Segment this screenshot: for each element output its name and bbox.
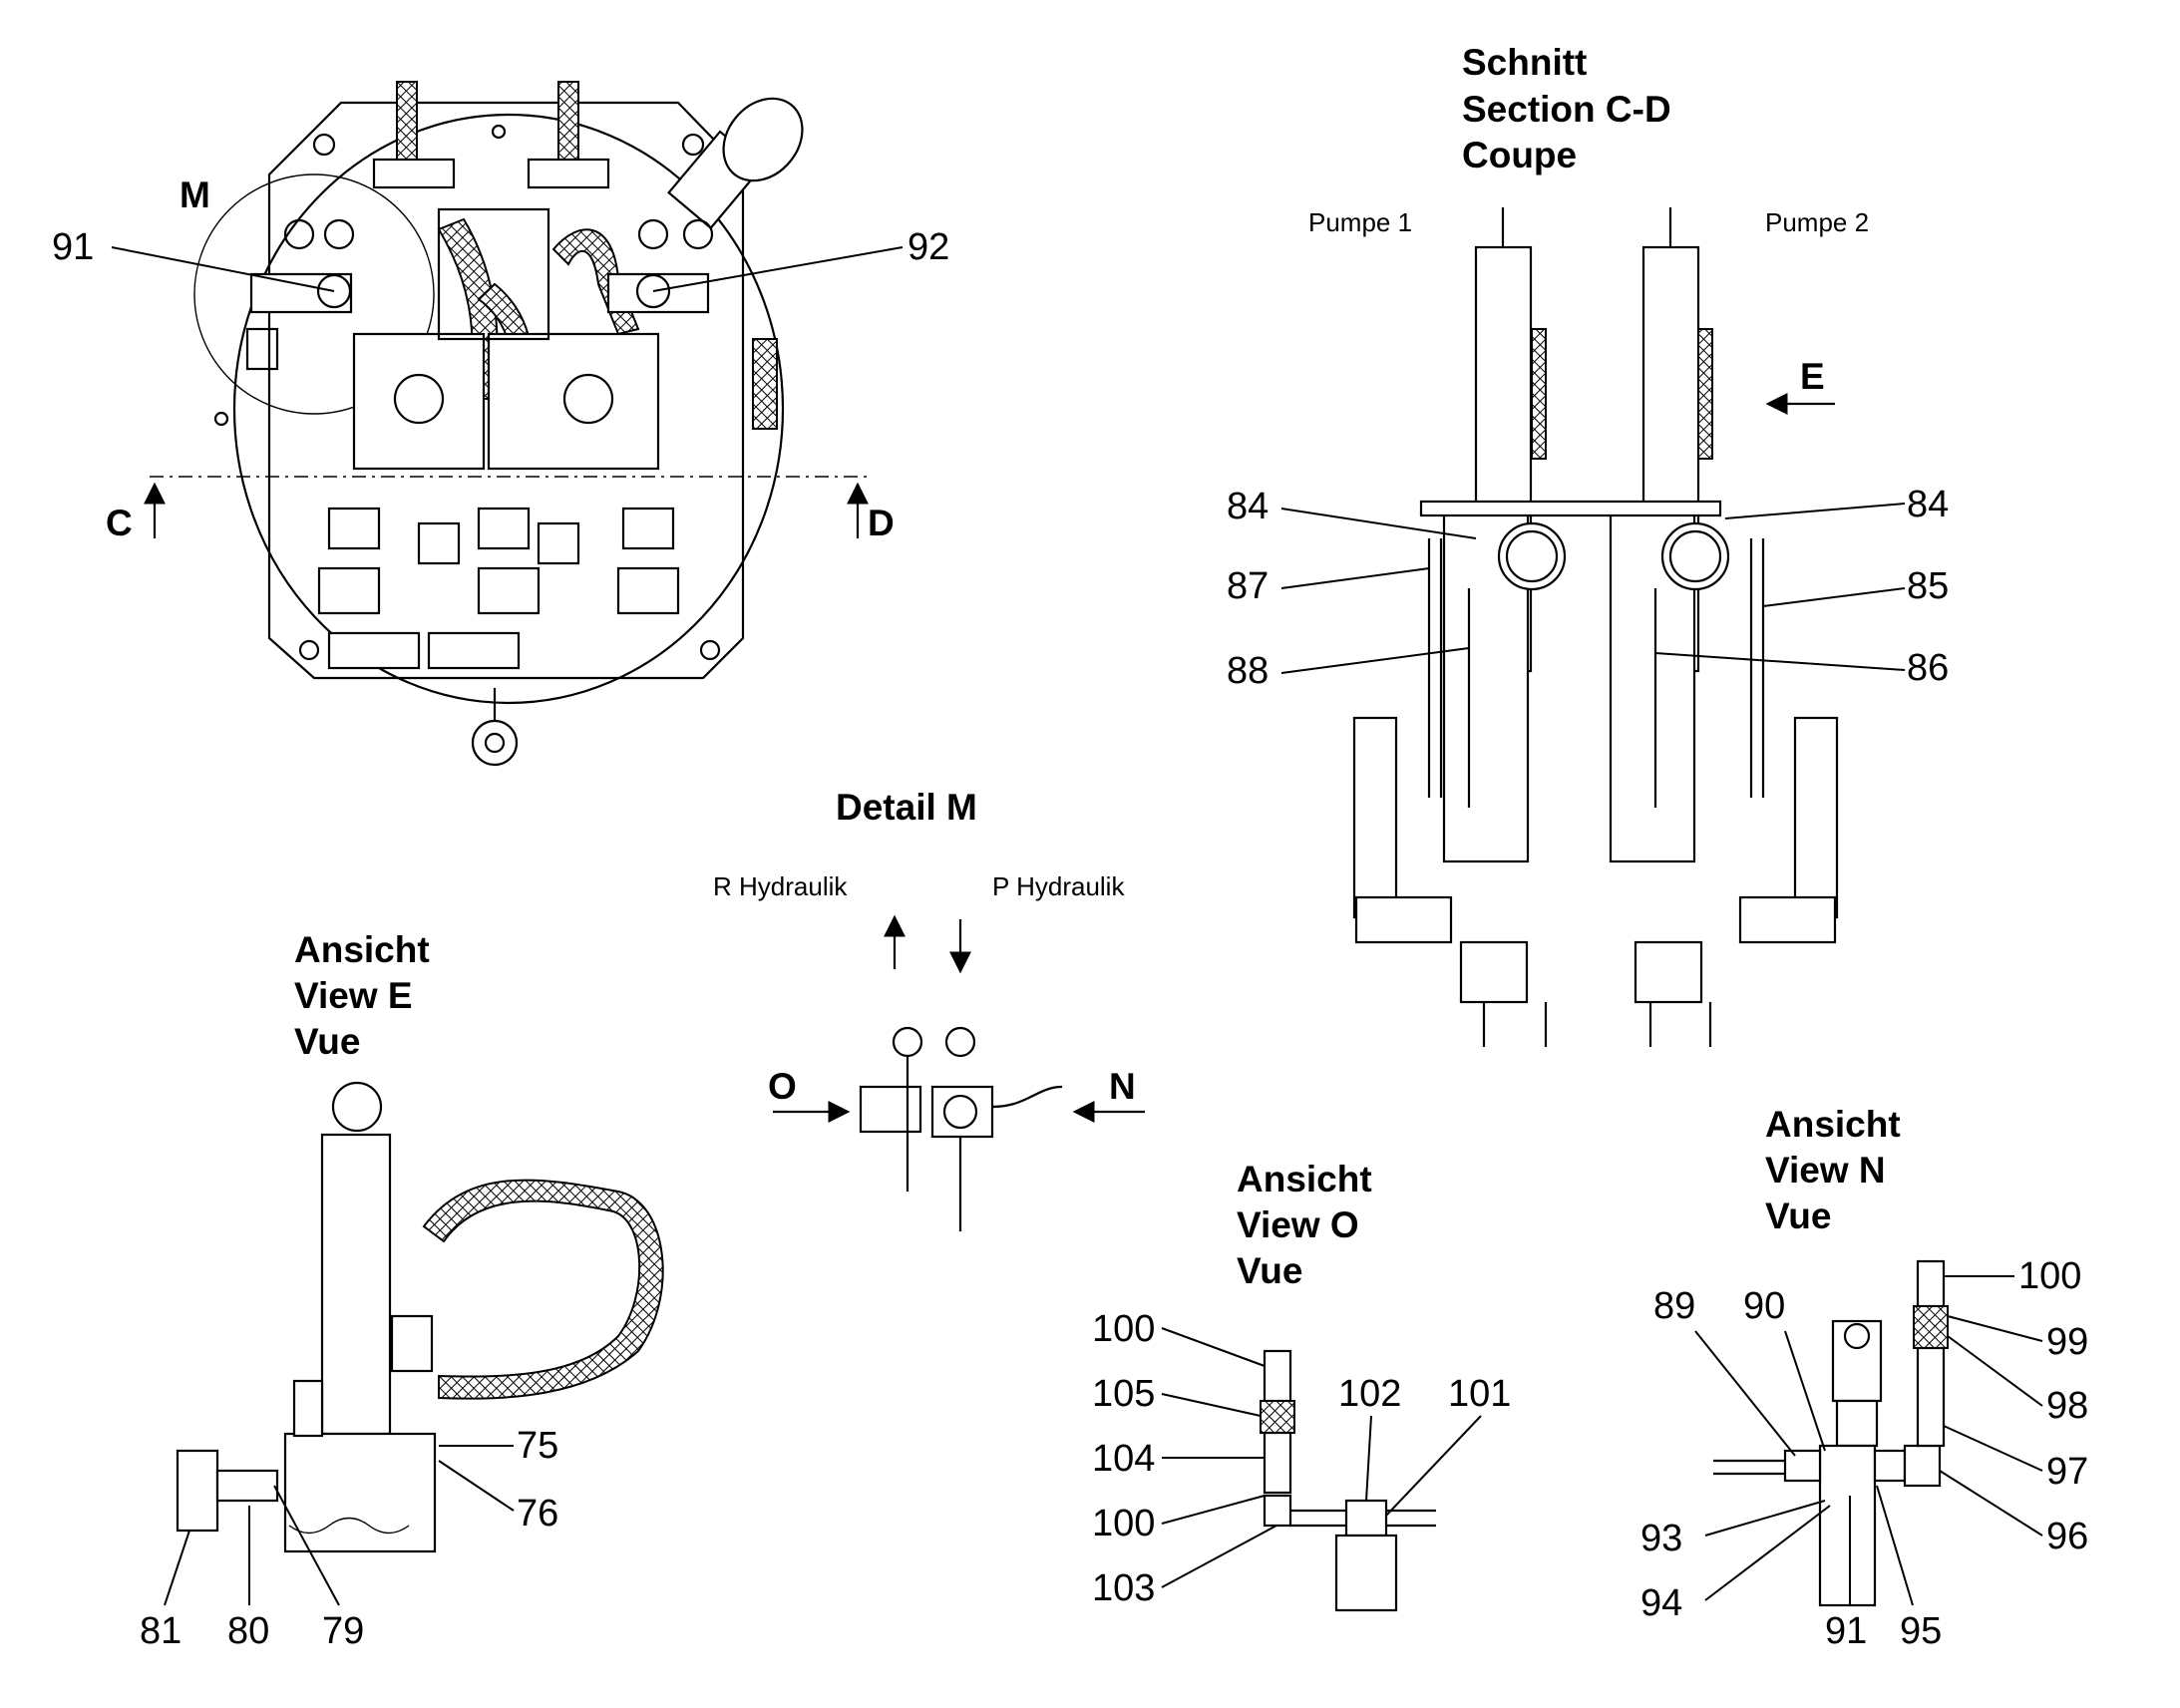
callout-104: 104 [1092,1438,1155,1480]
detail-m-title: Detail M [836,787,977,828]
callout-93: 93 [1640,1518,1682,1559]
callout-102: 102 [1338,1373,1401,1415]
view-e-title-line3: Vue [294,1021,360,1062]
callout-81: 81 [140,1610,182,1652]
section-d-label: D [868,503,895,543]
callout-79: 79 [322,1610,364,1652]
callout-76: 76 [517,1493,558,1535]
view-o-title-line1: Ansicht [1237,1159,1372,1199]
detail-m-circle [193,173,435,415]
view-n-title-line3: Vue [1765,1196,1831,1236]
callout-99: 99 [2046,1321,2088,1363]
callout-97: 97 [2046,1451,2088,1493]
r-hydraulik-label: R Hydraulik [713,871,848,901]
section-title-line3: Coupe [1462,135,1577,175]
callout-101: 101 [1448,1373,1511,1415]
view-n-arrow-label: N [1109,1066,1136,1107]
view-n: Ansicht View N Vue 100 99 98 97 96 89 90… [1640,1104,2088,1652]
callout-100-top: 100 [1092,1308,1155,1350]
callout-88: 88 [1227,650,1269,692]
main-top-view: M C D 91 92 [52,81,949,767]
p-hydraulik-label: P Hydraulik [992,871,1125,901]
callout-94: 94 [1640,1582,1682,1624]
callout-91-n: 91 [1825,1610,1867,1652]
callout-92: 92 [908,226,949,268]
view-e-arrow-label: E [1800,356,1825,397]
callout-100-bottom: 100 [1092,1503,1155,1544]
view-o: Ansicht View O Vue 100 105 104 100 103 1… [1092,1159,1511,1612]
view-e-title-line2: View E [294,975,413,1016]
callout-84-left: 84 [1227,486,1269,527]
view-o-arrow-label: O [768,1066,797,1107]
section-c-label: C [106,503,133,543]
view-e: Ansicht View E Vue 75 76 81 80 79 [140,929,664,1652]
callout-75: 75 [517,1425,558,1467]
callout-105: 105 [1092,1373,1155,1415]
callout-90: 90 [1743,1285,1785,1327]
view-o-title-line2: View O [1237,1204,1359,1245]
view-e-title-line1: Ansicht [294,929,430,970]
pump-1-label: Pumpe 1 [1308,207,1412,237]
callout-89: 89 [1653,1285,1695,1327]
callout-98: 98 [2046,1385,2088,1427]
section-title-line2: Section C-D [1462,89,1671,130]
section-c-d-view: Schnitt Section C-D Coupe Pumpe 1 Pumpe … [1227,42,1949,1047]
callout-91: 91 [52,226,94,268]
callout-85: 85 [1907,565,1949,607]
section-title-line1: Schnitt [1462,42,1587,83]
detail-m-label: M [180,174,210,215]
callout-86: 86 [1907,647,1949,689]
callout-80: 80 [227,1610,269,1652]
view-n-title-line2: View N [1765,1150,1886,1191]
view-n-title-line1: Ansicht [1765,1104,1901,1145]
detail-m-view: Detail M R Hydraulik P Hydraulik O N [713,787,1145,1231]
callout-95: 95 [1900,1610,1942,1652]
callout-103: 103 [1092,1567,1155,1609]
callout-96: 96 [2046,1516,2088,1557]
view-o-title-line3: Vue [1237,1250,1302,1291]
callout-84-right: 84 [1907,484,1949,525]
pump-2-label: Pumpe 2 [1765,207,1869,237]
callout-100-n: 100 [2018,1255,2081,1297]
callout-87: 87 [1227,565,1269,607]
